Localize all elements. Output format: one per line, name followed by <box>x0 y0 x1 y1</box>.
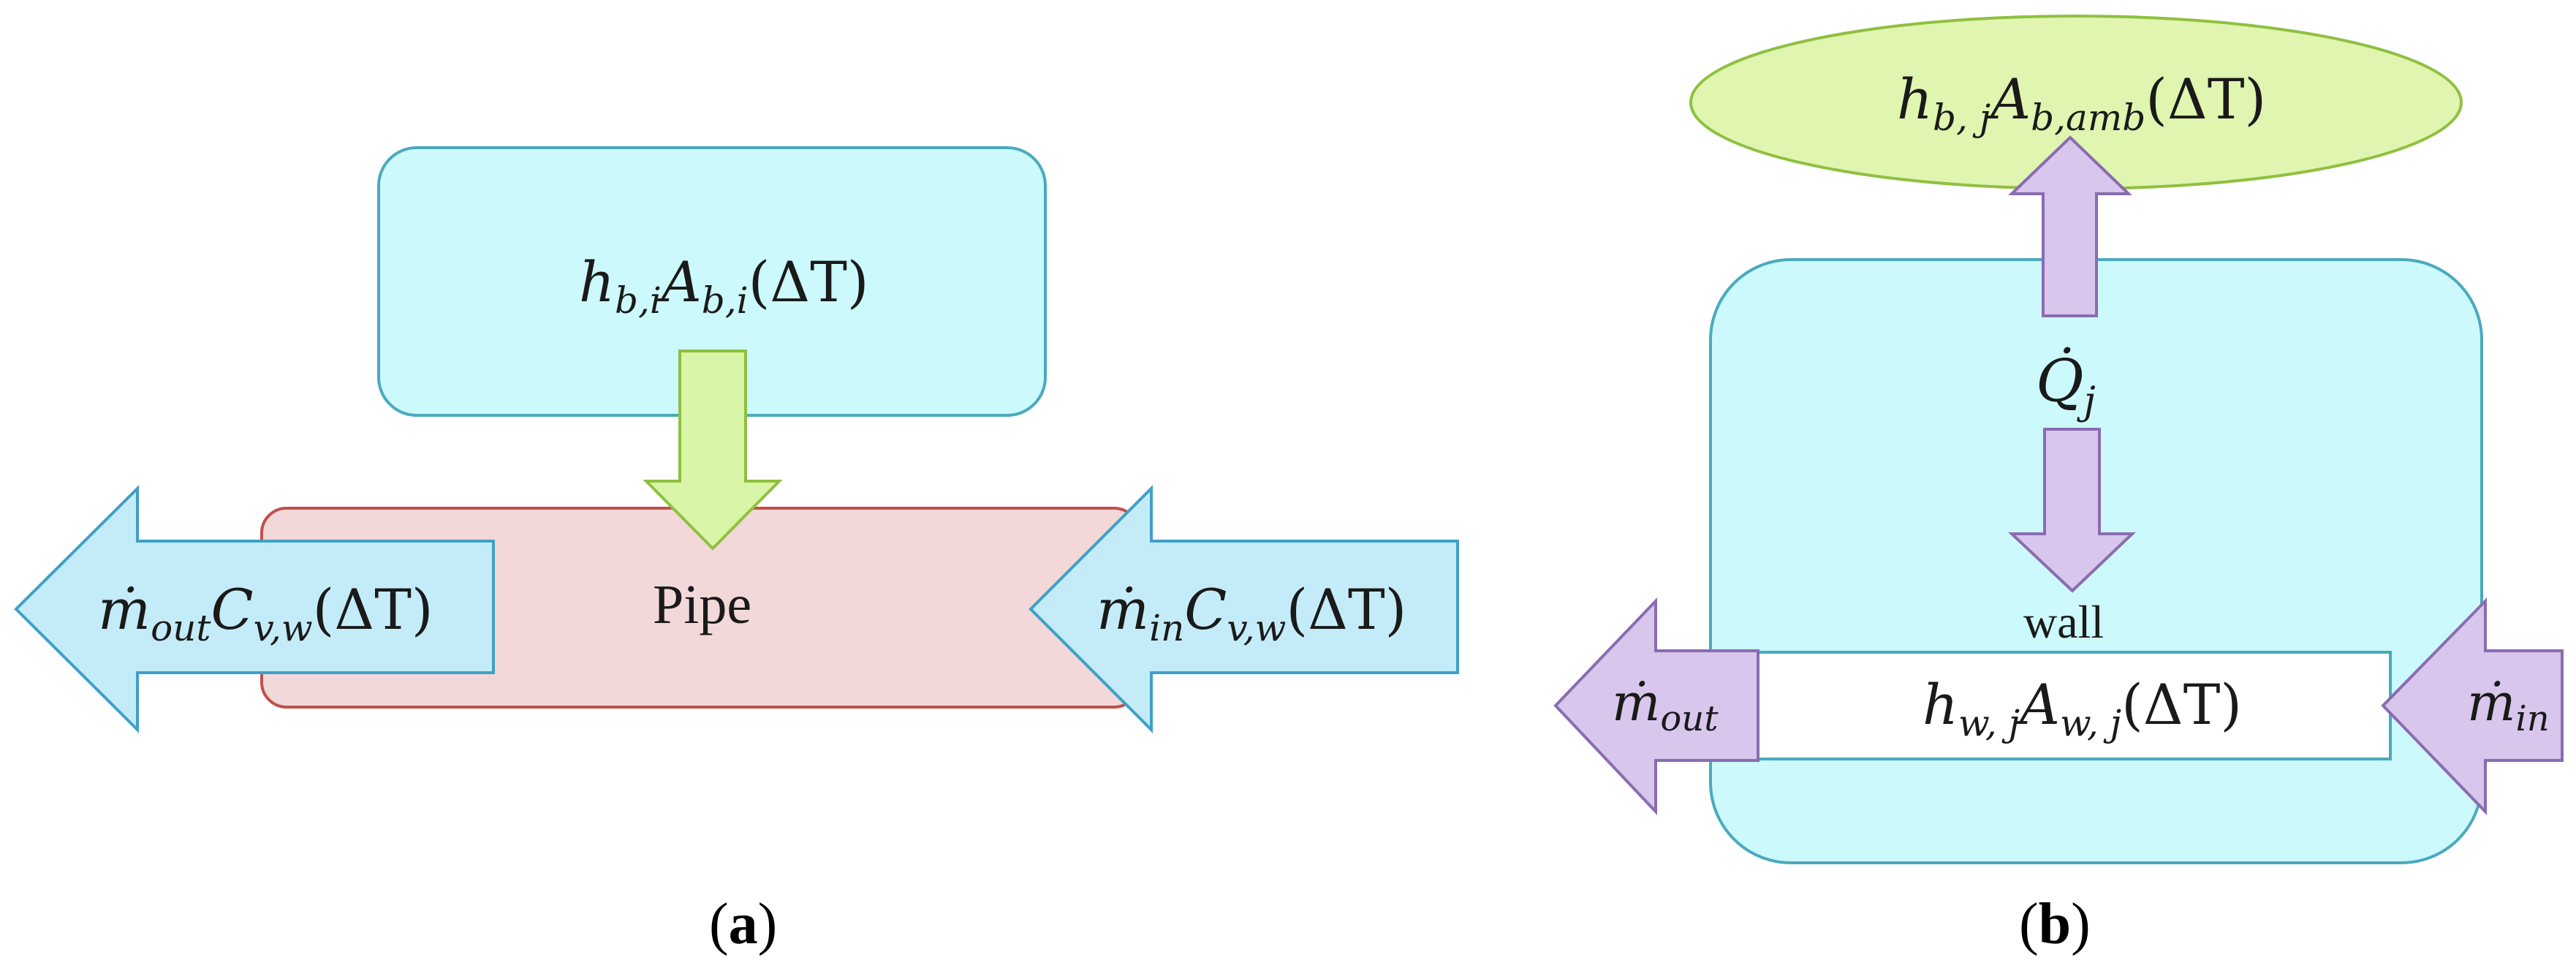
outflow-arrow <box>14 485 495 733</box>
heat-flow-label: Q̇j <box>2036 346 2096 423</box>
heat-down-arrow-b <box>2007 428 2137 593</box>
wall-strip <box>1753 651 2392 760</box>
heat-source-formula: hb,iAb,i(ΔT) <box>579 249 869 322</box>
pipe-label: Pipe <box>653 574 751 635</box>
outflow-label-b: ṁout <box>1612 673 1719 739</box>
heat-up-arrow <box>2008 135 2132 317</box>
caption-b: (b) <box>2019 892 2091 956</box>
heat-down-arrow <box>643 350 783 551</box>
panel-a: hb,iAb,i(ΔT) Pipe ṁoutCv,w(ΔT) ṁinCv,w(Δ… <box>14 146 1459 956</box>
inflow-arrow <box>1028 485 1459 733</box>
outflow-arrow-b <box>1553 597 1759 816</box>
outflow-formula: ṁoutCv,w(ΔT) <box>98 577 433 649</box>
inflow-arrow-b <box>2381 597 2564 815</box>
inflow-label-b: ṁin <box>2467 673 2550 739</box>
inflow-formula: ṁinCv,w(ΔT) <box>1096 577 1406 649</box>
ambient-formula: hb, jAb,amb(ΔT) <box>1897 67 2266 139</box>
panel-b: hb, jAb,amb(ΔT) Q̇j wall hw, jAw, j(ΔT) … <box>1553 15 2564 956</box>
wall-formula: hw, jAw, j(ΔT) <box>1922 672 2242 744</box>
wall-label: wall <box>2023 596 2104 648</box>
caption-a: (a) <box>709 892 777 956</box>
